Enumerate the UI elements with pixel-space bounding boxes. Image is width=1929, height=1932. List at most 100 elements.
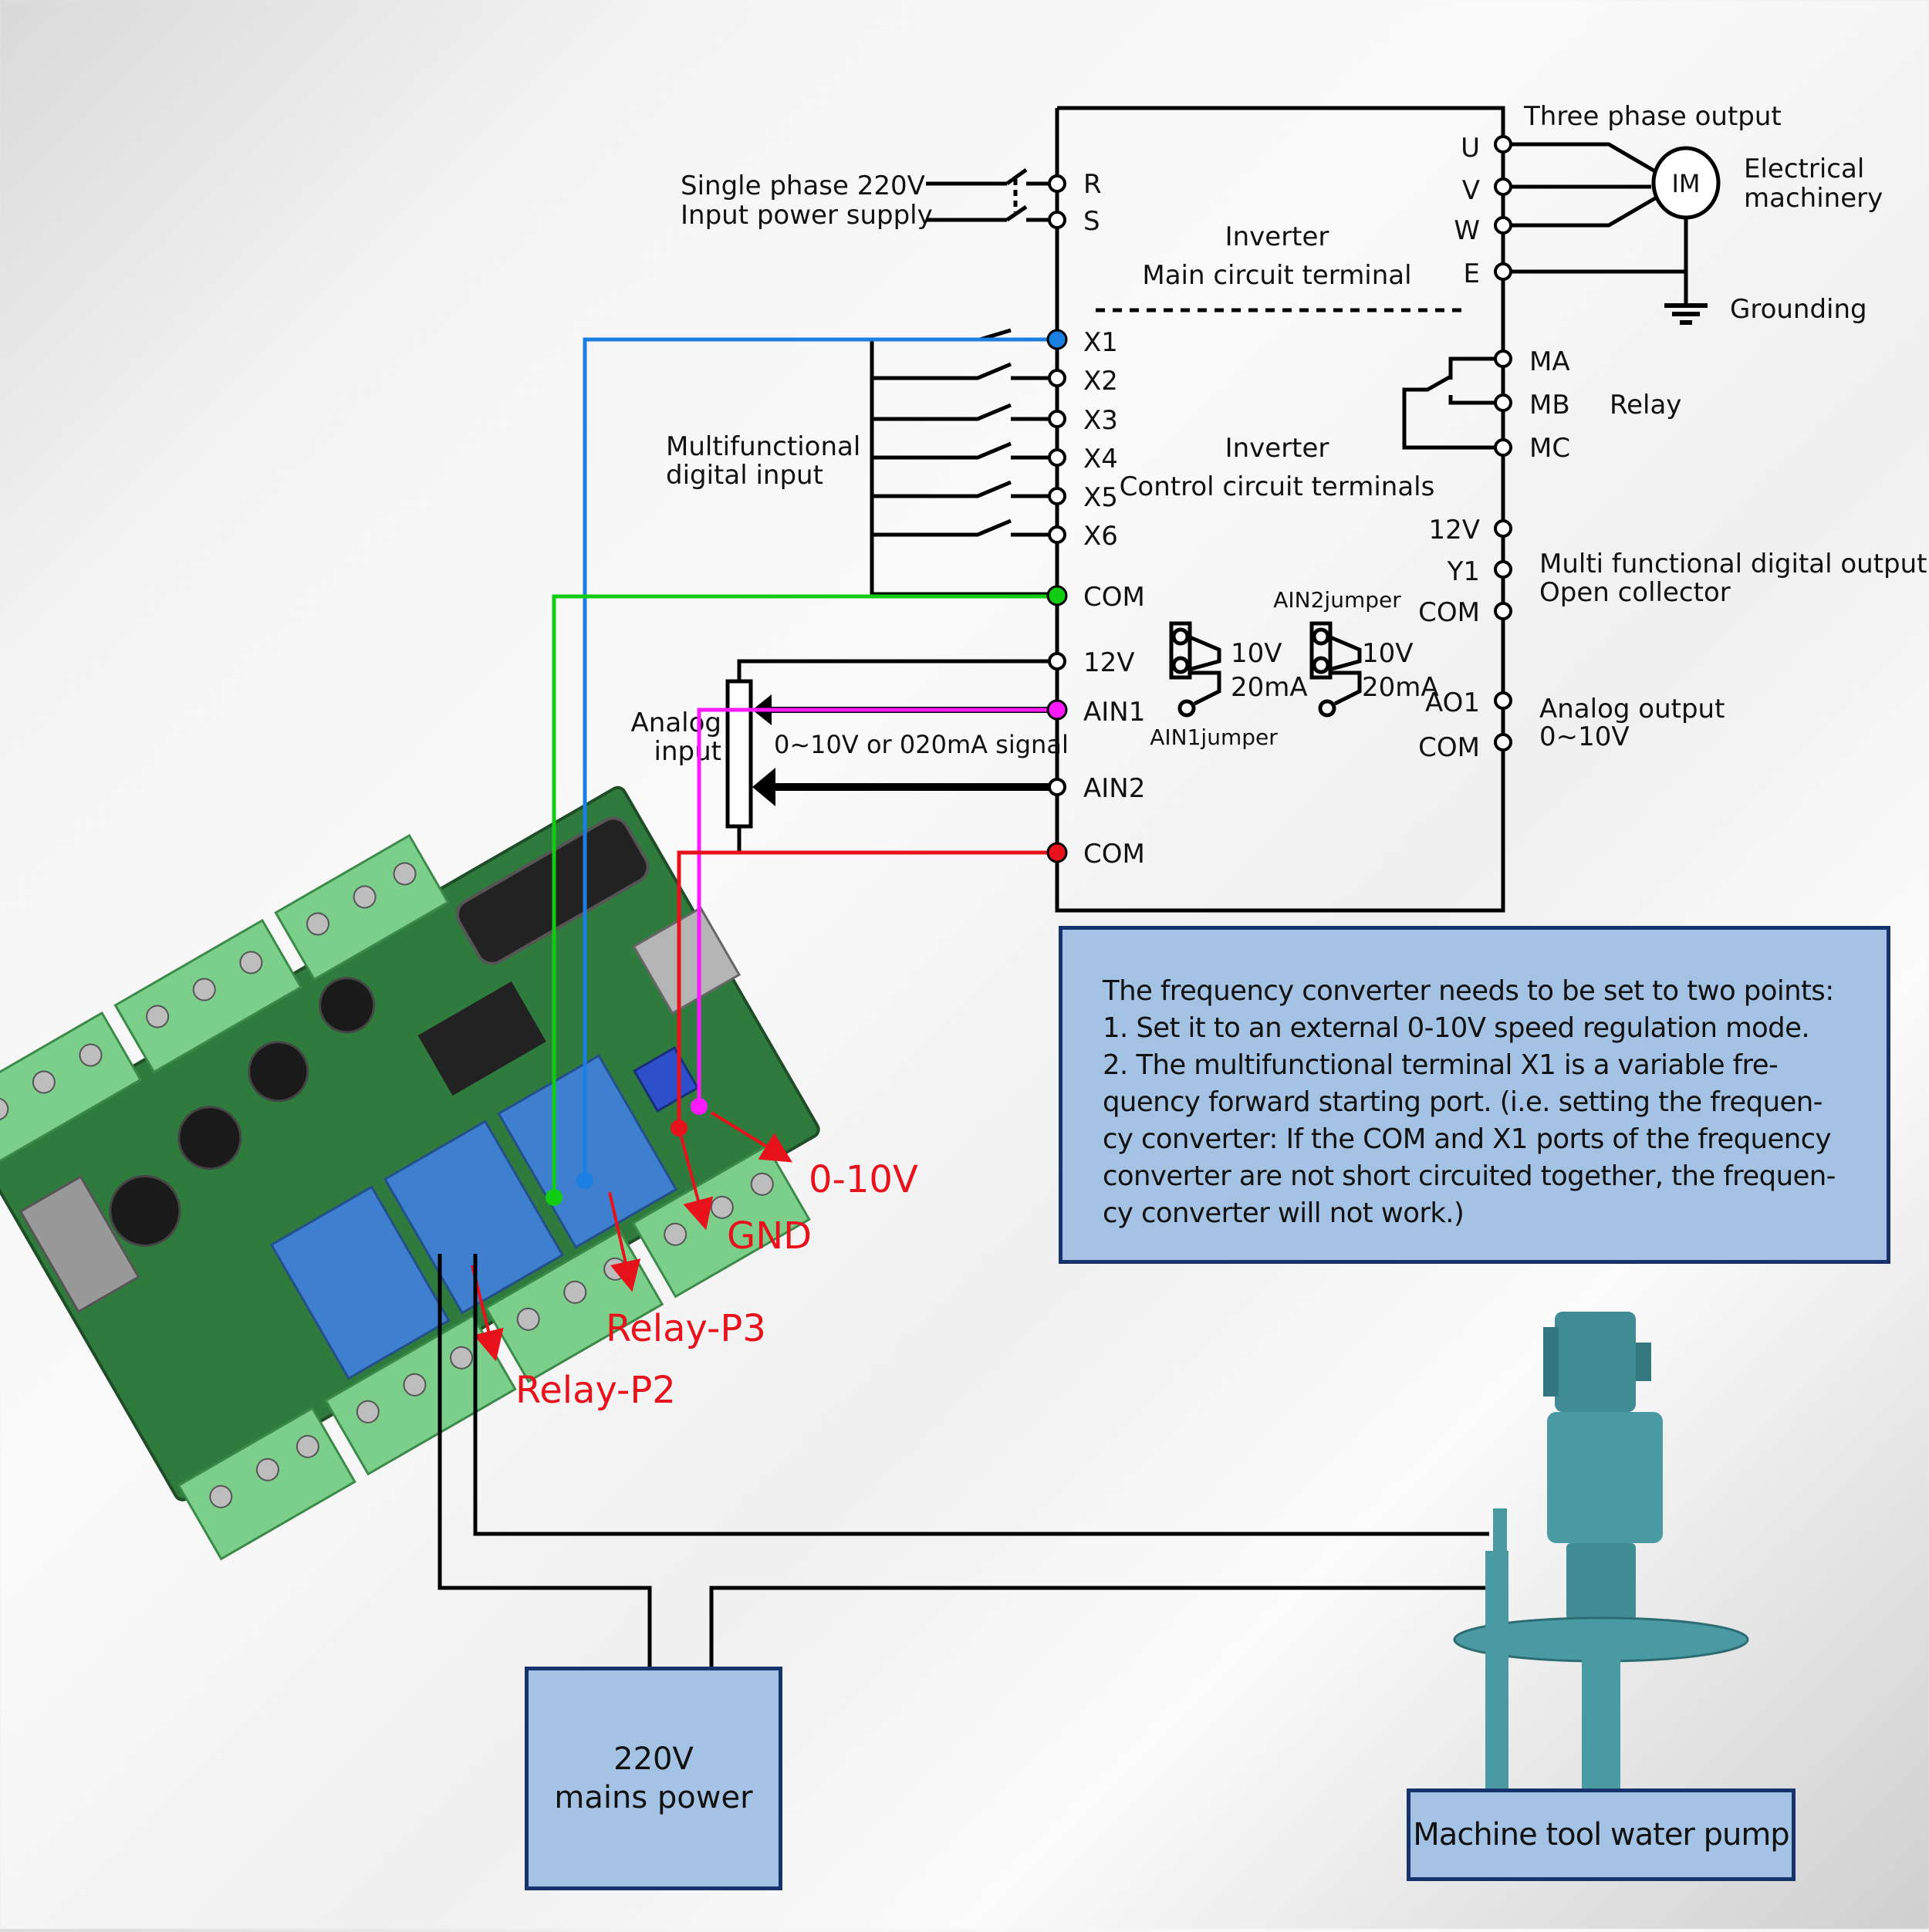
jumper2-20ma-label: 20mA [1362, 672, 1439, 703]
x1-wire [583, 337, 1057, 1180]
terminal-ain1 [1046, 699, 1068, 721]
terminal-y1 [1494, 560, 1512, 579]
terminal-x5-label: X5 [1083, 482, 1118, 513]
terminal-s-label: S [1083, 206, 1100, 237]
terminal-x5 [1048, 487, 1066, 505]
jumper1-20ma-label: 20mA [1231, 672, 1308, 703]
digital-output-label-2: Open collector [1539, 577, 1731, 608]
analog-output-labels: AO1 COM Analog output 0~10V [1418, 687, 1725, 763]
main-circuit-title-1: Inverter [1225, 221, 1329, 252]
board-callouts: 0-10V GND Relay-P3 Relay-P2 [515, 1158, 918, 1412]
terminal-ao1 [1494, 691, 1512, 710]
analog-input-label-1: Analog [631, 708, 721, 738]
jumper1-10v-label: 10V [1231, 638, 1282, 669]
terminal-ain2 [1048, 778, 1066, 796]
terminal-x1 [1046, 329, 1068, 350]
motor-icon: IM [1651, 146, 1721, 220]
control-circuit-title-1: Inverter [1225, 433, 1329, 464]
note-line: converter are not short circuited togeth… [1103, 1160, 1836, 1192]
terminal-mc [1494, 438, 1512, 457]
terminal-com-do-label: COM [1418, 597, 1480, 628]
terminal-v-label: V [1462, 175, 1480, 206]
terminal-e-label: E [1464, 258, 1480, 289]
relay-label: Relay [1610, 390, 1681, 421]
callout-0-10v: 0-10V [809, 1158, 918, 1201]
terminal-ma-label: MA [1529, 346, 1570, 377]
ain2-jumper-icon [1309, 621, 1362, 718]
terminal-x6 [1048, 525, 1066, 544]
terminal-12v-ai-label: 12V [1083, 647, 1135, 678]
board-ain1-dot [691, 1098, 708, 1115]
motor-label-2: machinery [1744, 183, 1883, 214]
terminal-x1-label: X1 [1083, 327, 1118, 358]
digital-input-label-2: digital input [666, 460, 823, 491]
terminal-mc-label: MC [1529, 433, 1570, 464]
water-pump-label: Machine tool water pump [1413, 1817, 1789, 1853]
mains-power-label: mains power [554, 1780, 753, 1815]
callout-arrows [471, 1111, 793, 1362]
usb-connector [632, 906, 742, 1015]
ain1-wire [697, 708, 1057, 1106]
capacitors [109, 977, 376, 1247]
inverter-outline [1055, 106, 1505, 913]
terminal-w-label: W [1454, 215, 1480, 246]
terminal-com-do [1494, 602, 1512, 620]
digital-output-label-1: Multi functional digital output [1539, 549, 1927, 579]
terminal-ain2-label: AIN2 [1083, 773, 1145, 804]
analog-output-label-1: Analog output [1539, 694, 1725, 724]
terminal-ain1-label: AIN1 [1083, 697, 1145, 728]
note-line: cy converter will not work.) [1103, 1197, 1464, 1229]
note-line: The frequency converter needs to be set … [1103, 975, 1834, 1007]
terminal-u-label: U [1461, 133, 1480, 164]
ain1-jumper-label: AIN1jumper [1150, 724, 1278, 750]
board-x1-dot [576, 1172, 593, 1189]
mains-power-box: 220V mains power [525, 1667, 782, 1890]
analog-signal-label: 0~10V or 020mA signal [774, 730, 1069, 759]
note-line: quency forward starting port. (i.e. sett… [1103, 1086, 1823, 1118]
callout-gnd: GND [727, 1214, 812, 1258]
motor-label-1: Electrical [1744, 154, 1864, 184]
terminal-com-ai-label: COM [1083, 839, 1145, 870]
terminal-ma [1494, 350, 1512, 368]
terminal-com-ao [1494, 733, 1512, 752]
terminal-12v-do-label: 12V [1428, 515, 1480, 545]
terminal-mb-label: MB [1529, 390, 1570, 421]
terminal-y1-label: Y1 [1447, 556, 1480, 587]
water-pump-image [1453, 1312, 1749, 1790]
grounding-label: Grounding [1730, 294, 1867, 325]
ain2-jumper-label: AIN2jumper [1273, 587, 1401, 613]
relay-modules [269, 1054, 678, 1380]
motor-symbol: IM [1671, 169, 1700, 198]
input-supply-label-1: Single phase 220V [681, 171, 925, 201]
control-circuit-title-2: Control circuit terminals [1120, 471, 1435, 502]
terminal-x6-label: X6 [1083, 521, 1118, 552]
terminal-x2-label: X2 [1083, 366, 1118, 397]
terminal-com-di [1046, 585, 1068, 606]
terminal-12v-do [1494, 519, 1512, 538]
terminal-v [1494, 177, 1512, 196]
digital-output-labels: 12V Y1 COM Multi functional digital outp… [1418, 515, 1927, 628]
terminal-x4-label: X4 [1083, 444, 1118, 475]
power-wiring [437, 1254, 1501, 1667]
callout-relay-p2: Relay-P2 [515, 1369, 676, 1412]
digital-input-label-1: Multifunctional [666, 431, 860, 462]
ic-chip [417, 981, 546, 1096]
setup-note: The frequency converter needs to be set … [1059, 926, 1890, 1264]
input-breaker-switch [926, 167, 1057, 222]
jumper2-10v-label: 10V [1362, 638, 1414, 669]
terminal-ao1-label: AO1 [1425, 687, 1480, 718]
motor-wiring [1503, 142, 1688, 305]
left-terminal-labels: X1 X2 X3 X4 X5 X6 COM 12V AIN1 AIN2 COM [1083, 327, 1145, 870]
note-line: cy converter: If the COM and X1 ports of… [1103, 1123, 1832, 1155]
board-com-dot [546, 1189, 562, 1206]
terminal-com-ai [1046, 842, 1068, 863]
terminal-com-di-label: COM [1083, 582, 1145, 613]
terminal-x3 [1048, 410, 1066, 428]
water-pump-label-box: Machine tool water pump [1407, 1788, 1796, 1881]
terminal-mb [1494, 393, 1512, 412]
relay-labels: MA MB MC Relay [1529, 346, 1681, 464]
terminal-12v-ai [1048, 652, 1066, 670]
board-gnd-dot [671, 1120, 687, 1137]
note-line: 2. The multifunctional terminal X1 is a … [1103, 1049, 1779, 1081]
